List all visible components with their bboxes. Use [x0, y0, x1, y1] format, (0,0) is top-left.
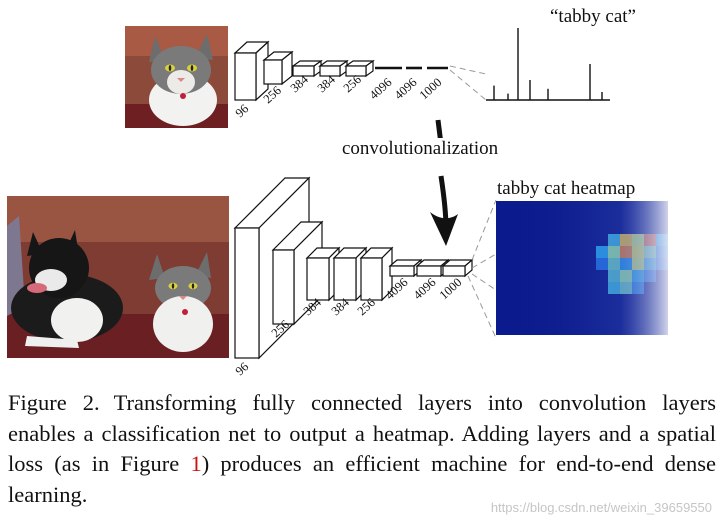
layer-label: 1000 [437, 275, 465, 302]
prediction-label: “tabby cat” [550, 6, 636, 27]
top-network-diagram: 96 256 384 384 256 4096 4096 1000 [233, 40, 487, 120]
dog-and-cat-photo [7, 196, 229, 358]
caption-text-end: ) produces an efficient ma­chine for end… [8, 451, 716, 507]
layer-label: 4096 [392, 75, 420, 102]
caption-label: Figure 2. [8, 390, 100, 415]
layer-label: 4096 [367, 75, 395, 102]
figure-2: 96 256 384 384 256 4096 4096 1000 “tabby… [7, 6, 668, 378]
figure-reference-link[interactable]: 1 [190, 451, 202, 476]
bottom-network-diagram: 96 256 384 384 256 4096 4096 1000 [233, 176, 497, 378]
heatmap-title: tabby cat heatmap [497, 178, 636, 199]
layer-label: 4096 [411, 275, 439, 302]
tabby-cat-heatmap [496, 201, 668, 335]
class-score-histogram [486, 28, 610, 101]
layer-label: 96 [233, 359, 252, 378]
figure-caption: Figure 2.Transforming fully connected la… [8, 388, 716, 510]
layer-label: 96 [233, 101, 252, 120]
layer-label: 1000 [417, 75, 445, 102]
convolutionalization-label: convolutionalization [340, 138, 501, 160]
watermark: https://blog.csdn.net/weixin_39659550 [490, 500, 712, 515]
tabby-cat-photo [125, 26, 228, 128]
caption-text: Transforming fully connected layers into… [8, 390, 716, 476]
